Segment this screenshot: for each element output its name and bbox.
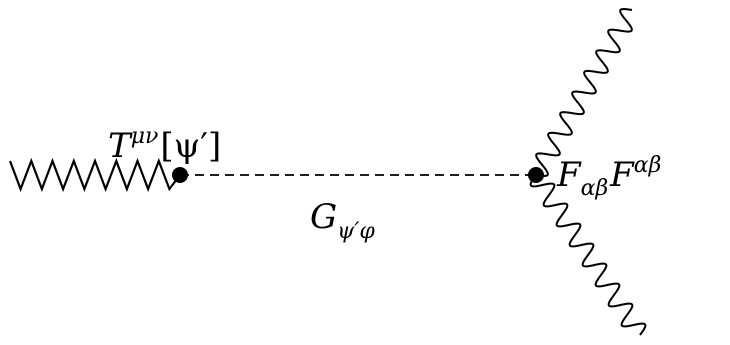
vertex-left-arg: [ψ′] — [160, 126, 221, 166]
left-external-zigzag-line — [8, 157, 181, 193]
vertex-right-base2: F — [609, 155, 635, 195]
propagator-sub: ψ′φ — [337, 219, 375, 244]
vertex-left-label: Tμν[ψ′] — [108, 124, 221, 166]
vertex-right-label: FαβFαβ — [556, 153, 661, 201]
vertex-left-sup: μν — [131, 124, 159, 149]
left-vertex-dot — [172, 167, 188, 183]
vertex-right-sup2: αβ — [634, 153, 662, 178]
right-external-wavy-line-lower — [529, 174, 647, 336]
vertex-right-base1: F — [556, 155, 582, 195]
propagator-label: Gψ′φ — [310, 197, 375, 244]
propagator-base: G — [310, 197, 337, 237]
vertex-left-base: T — [108, 126, 133, 166]
right-external-wavy-line-upper — [535, 8, 633, 177]
vertex-right-sub1: αβ — [581, 176, 609, 201]
right-vertex-dot — [528, 167, 544, 183]
